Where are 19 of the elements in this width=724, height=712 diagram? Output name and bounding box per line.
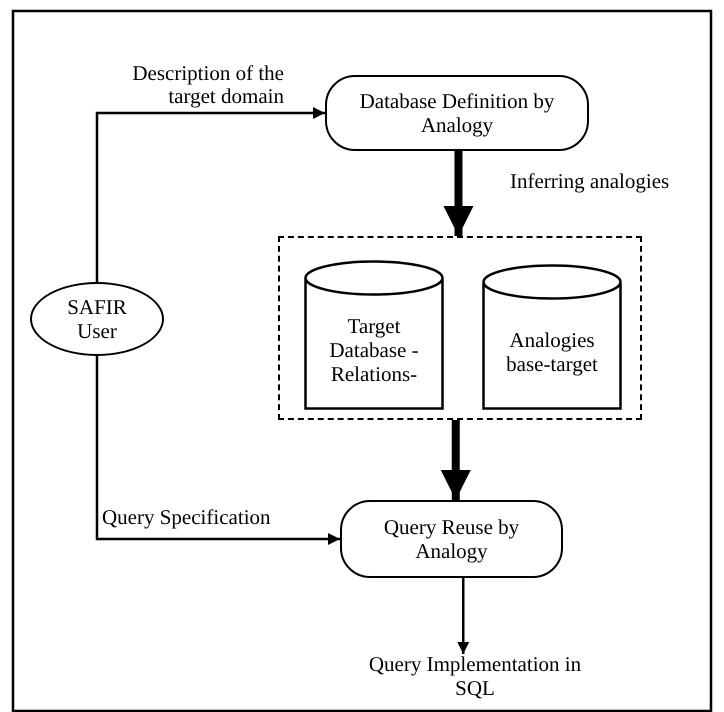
arrow — [440, 420, 471, 500]
arrow — [96, 356, 340, 545]
dashed-group-box — [278, 236, 642, 420]
node-label: Database Definition by Analogy — [358, 88, 556, 138]
edge-label: Query Specification — [100, 506, 273, 530]
database-cylinder — [482, 264, 622, 410]
arrow — [96, 107, 325, 282]
node-label: Analogies base-target — [505, 328, 599, 376]
arrow — [457, 578, 470, 654]
node-label: Query Reuse by Analogy — [382, 514, 520, 564]
edge-label: Inferring analogies — [508, 170, 672, 194]
arrow — [444, 151, 474, 236]
node-label: Target Database -Relations- — [328, 314, 420, 386]
actor-ellipse — [30, 282, 164, 356]
output-label: Query Implementation in SQL — [368, 652, 582, 700]
database-cylinder — [304, 260, 444, 410]
process-box — [340, 500, 563, 578]
process-box — [325, 75, 589, 151]
node-label: SAFIR User — [66, 294, 128, 344]
